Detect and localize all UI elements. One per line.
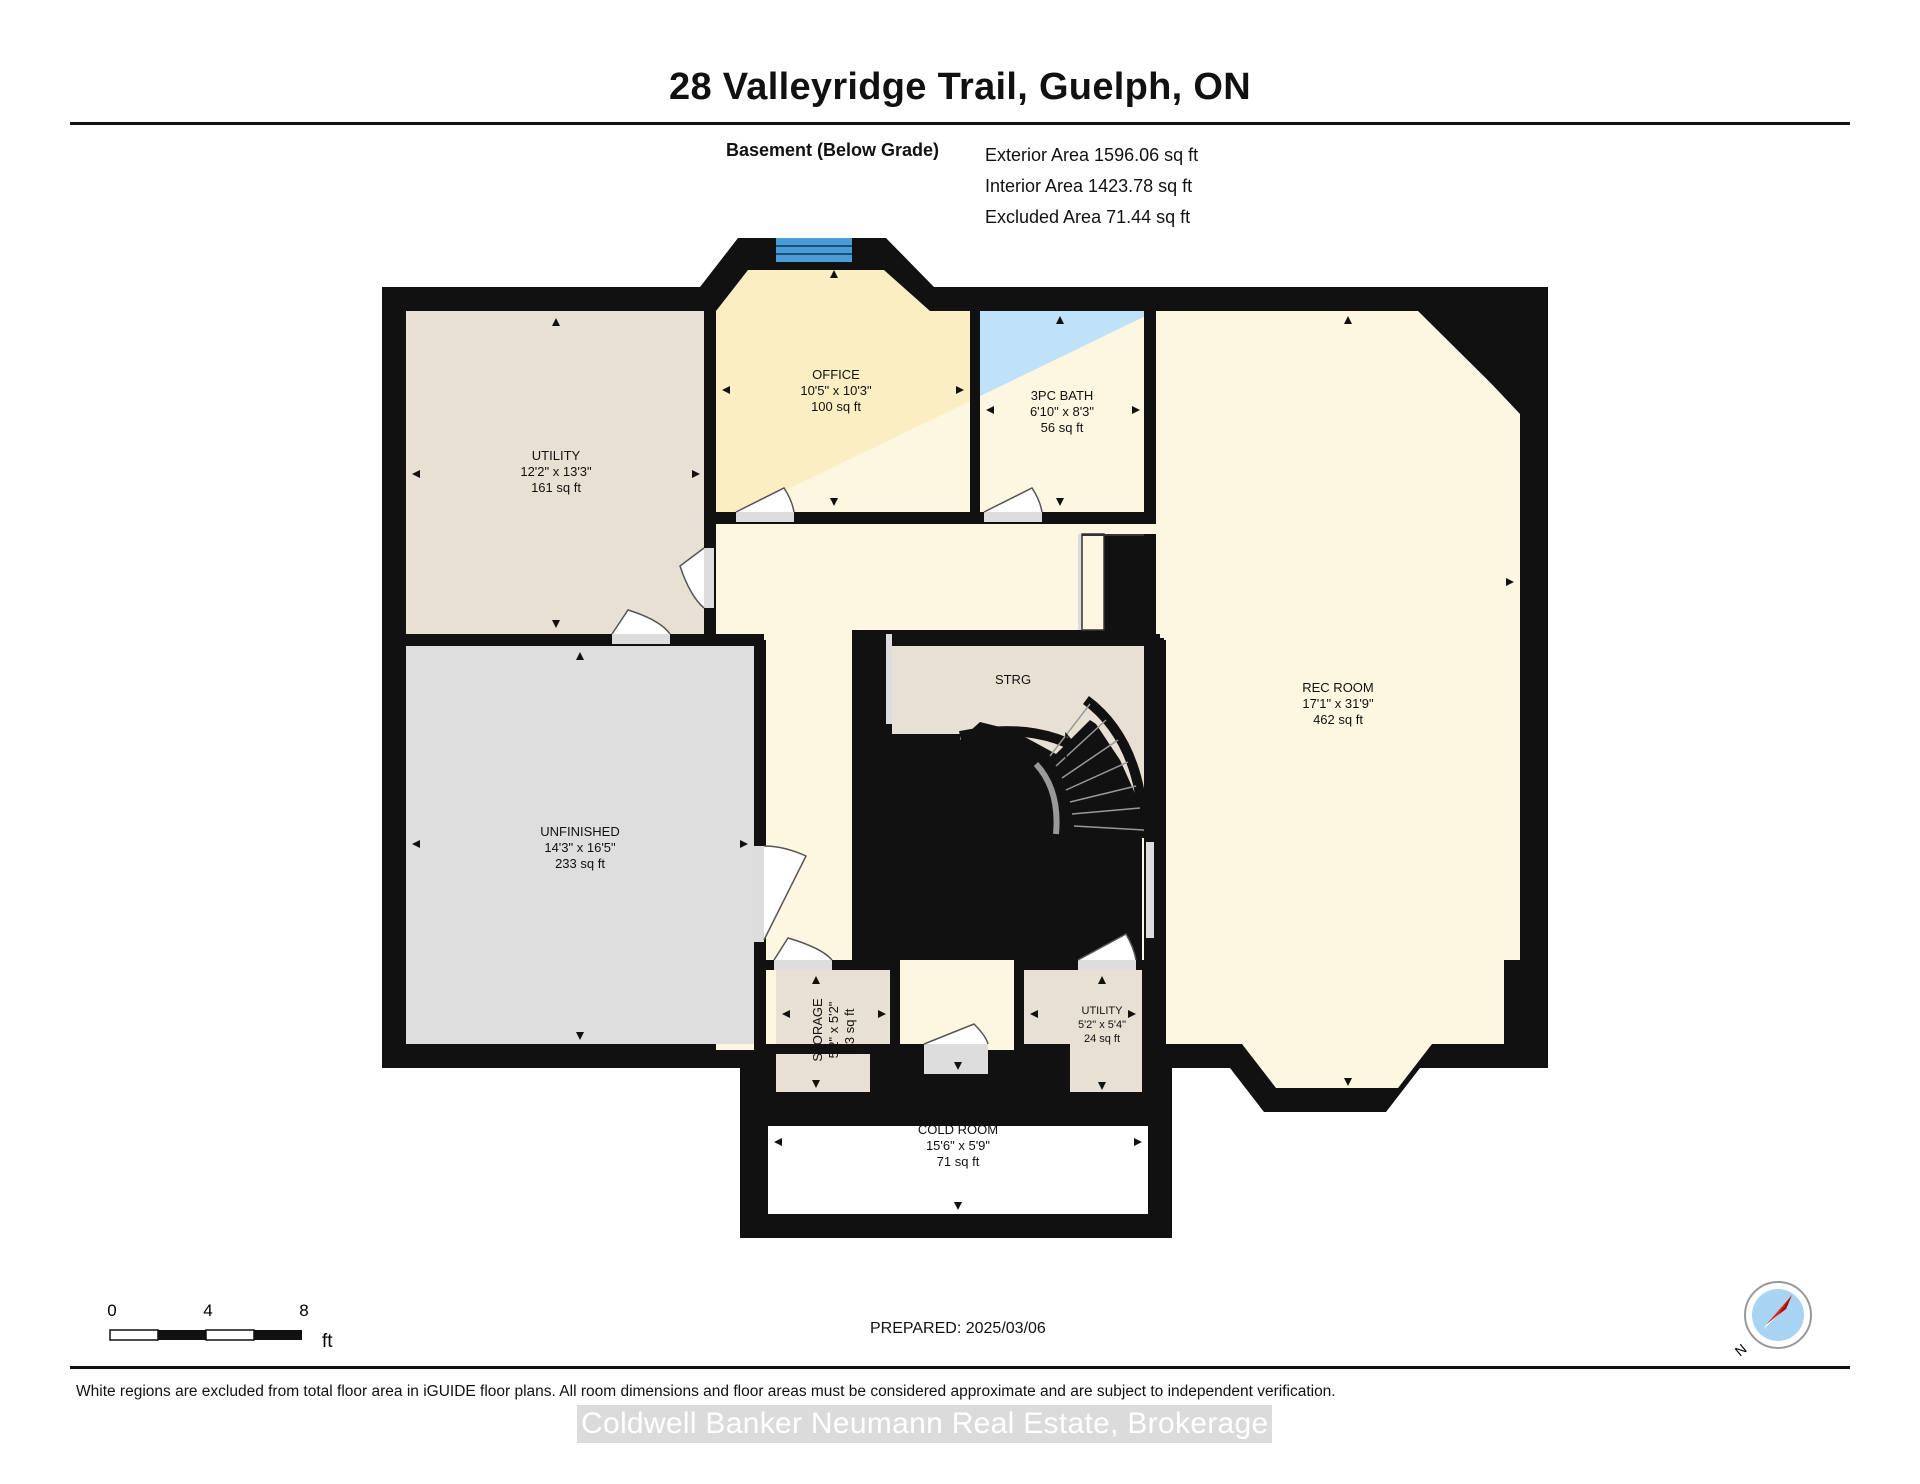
label-unfinished-dims: 14'3" x 16'5" [544, 840, 616, 855]
label-bath-dims: 6'10" x 8'3" [1030, 404, 1094, 419]
label-utility-small-area: 24 sq ft [1084, 1033, 1120, 1045]
label-unfinished-area: 233 sq ft [555, 856, 605, 871]
header-divider [70, 122, 1850, 125]
scale-unit: ft [322, 1331, 333, 1352]
label-utility-main-name: UTILITY [532, 448, 581, 463]
label-hall: HALL [924, 846, 957, 861]
room-labels: UTILITY 12'2" x 13'3" 161 sq ft OFFICE 1… [520, 328, 1496, 1169]
scale-label-0: 0 [107, 1301, 116, 1320]
label-office-name: OFFICE [812, 367, 860, 382]
label-rec-dims: 17'1" x 31'9" [1302, 696, 1374, 711]
label-utility-small-name: UTILITY [1082, 1005, 1124, 1017]
label-cold-dims: 15'6" x 5'9" [926, 1138, 990, 1153]
compass-north-label: N [1732, 1341, 1750, 1360]
disclaimer: White regions are excluded from total fl… [76, 1383, 1336, 1400]
label-rec-area: 462 sq ft [1313, 712, 1363, 727]
dimension-arrows [412, 270, 1514, 1210]
label-storage-dims: 5'2" x 5'2" [826, 1001, 841, 1058]
label-storage-name: STORAGE [810, 998, 825, 1062]
stair-treads [1049, 703, 1145, 831]
excluded-area: Excluded Area 71.44 sq ft [985, 207, 1191, 227]
stair-outline [1082, 695, 1149, 831]
label-bath-area: 56 sq ft [1041, 420, 1084, 435]
room-unfinished [406, 646, 754, 1044]
scale-bar: 0 4 8 ft [107, 1301, 333, 1352]
page-title: 28 Valleyridge Trail, Guelph, ON [669, 66, 1251, 108]
room-rec [716, 311, 1520, 1088]
label-office-area: 100 sq ft [811, 399, 861, 414]
prepared-date: PREPARED: 2025/03/06 [870, 1320, 1046, 1337]
room-storage [776, 970, 890, 1092]
window [776, 238, 852, 262]
label-utility-small-dims: 5'2" x 5'4" [1078, 1019, 1126, 1031]
label-fp: F/P [1476, 328, 1496, 343]
stair-wall [959, 726, 1093, 761]
level-label: Basement (Below Grade) [726, 140, 940, 160]
label-office-dims: 10'5" x 10'3" [800, 383, 872, 398]
footer-divider [70, 1366, 1850, 1369]
doors [611, 487, 1154, 1074]
exterior-area: Exterior Area 1596.06 sq ft [985, 145, 1199, 165]
room-strg [892, 646, 1144, 832]
label-utility-main-area: 161 sq ft [531, 480, 581, 495]
label-storage-area: 23 sq ft [842, 1008, 857, 1051]
label-rec-name: REC ROOM [1302, 680, 1374, 695]
compass-icon: N [1732, 1281, 1812, 1360]
label-cold-name: COLD ROOM [918, 1122, 998, 1137]
label-utility-main-dims: 12'2" x 13'3" [520, 464, 592, 479]
brokerage-watermark: Coldwell Banker Neumann Real Estate, Bro… [577, 1405, 1273, 1443]
stair-arrow [1065, 731, 1077, 758]
label-strg: STRG [995, 672, 1031, 687]
stair-rail [1033, 761, 1060, 835]
label-cold-area: 71 sq ft [937, 1154, 980, 1169]
area-summary: Exterior Area 1596.06 sq ft Interior Are… [985, 140, 1198, 233]
scale-label-4: 4 [203, 1301, 212, 1320]
scale-label-8: 8 [299, 1301, 308, 1320]
room-utility-small [1024, 970, 1142, 1094]
room-cold [768, 1126, 1148, 1214]
interior-area: Interior Area 1423.78 sq ft [985, 176, 1193, 196]
room-hall [716, 524, 1154, 1050]
room-utility-main [406, 311, 704, 634]
label-unfinished-name: UNFINISHED [540, 824, 619, 839]
label-up: UP [1099, 840, 1117, 855]
label-bath-name: 3PC BATH [1031, 388, 1094, 403]
fireplace [1418, 306, 1530, 424]
